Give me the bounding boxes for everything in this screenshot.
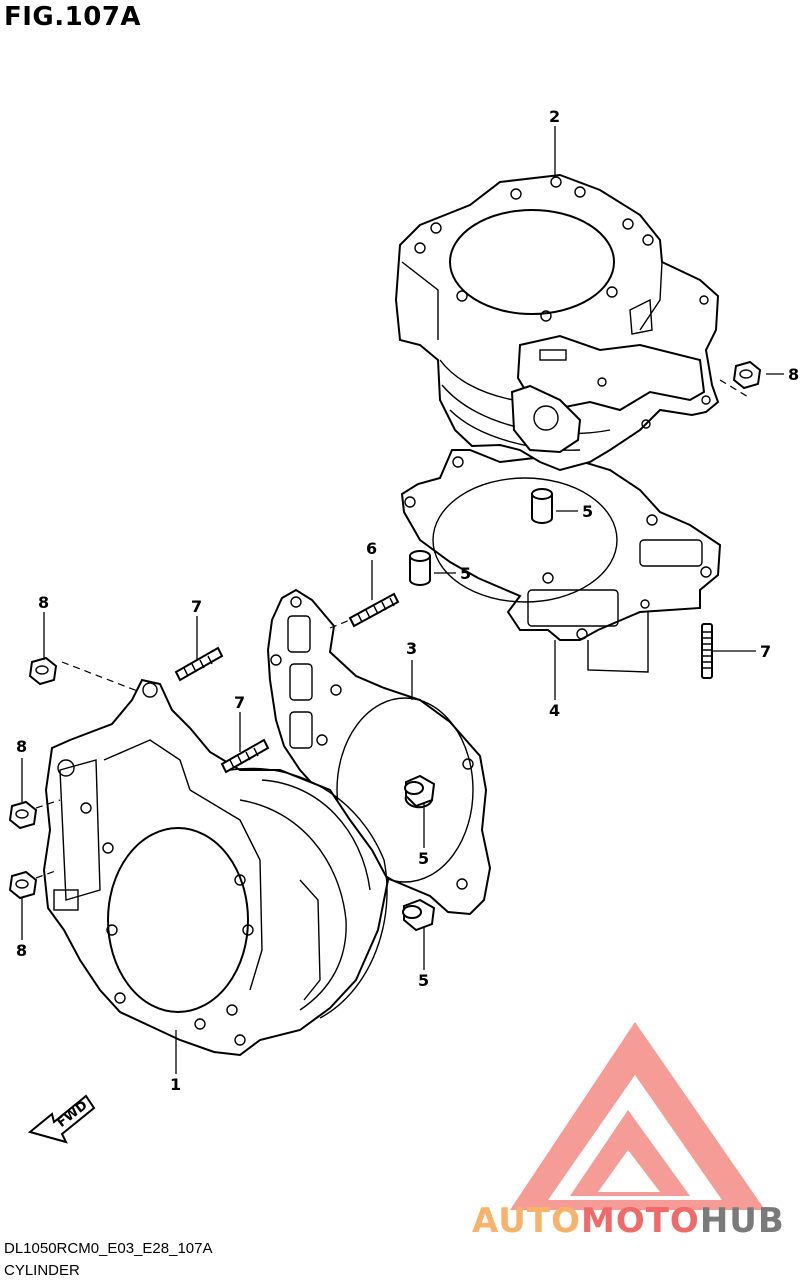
callout-8-left-top: 8 <box>38 593 49 612</box>
svg-text:AUTOMOTOHUB: AUTOMOTOHUB <box>472 1201 785 1241</box>
stud-bolt-7-upper-left <box>174 646 224 682</box>
fwd-arrow-icon: FWD <box>27 1094 96 1144</box>
nut-left-middle <box>8 800 38 830</box>
logo-text-moto: MOTO <box>581 1201 700 1241</box>
dowel-pin-b <box>409 550 431 586</box>
callout-3: 3 <box>406 639 417 658</box>
callout-6: 6 <box>366 539 377 558</box>
callout-5-upper: 5 <box>582 502 593 521</box>
logo-text-hub: HUB <box>700 1201 785 1241</box>
cylinder-upper-view <box>394 173 720 472</box>
callout-5-lower: 5 <box>418 849 429 868</box>
dowel-pin-a <box>531 488 553 524</box>
cylinder-lower-view <box>42 678 390 1057</box>
cylinder-base-gasket-lower <box>266 588 492 916</box>
dowel-pin-c <box>404 774 436 809</box>
callout-7-right: 7 <box>760 642 771 661</box>
stud-bolt-part-6 <box>348 592 400 628</box>
figure-name: CYLINDER <box>4 1262 80 1279</box>
callout-7-upper-left: 7 <box>191 597 202 616</box>
callout-2: 2 <box>549 107 560 126</box>
automotohub-logo: AUTOMOTOHUB <box>472 1022 785 1241</box>
callout-8-left-bottom: 8 <box>16 941 27 960</box>
logo-text-auto: AUTO <box>472 1201 581 1241</box>
dowel-pin-d <box>402 898 436 932</box>
callout-7-lower-left: 7 <box>234 693 245 712</box>
callout-8-upper-right: 8 <box>788 365 799 384</box>
callout-5-bottom: 5 <box>418 971 429 990</box>
stud-bolt-upper-right <box>701 623 713 679</box>
nut-left-top <box>28 656 58 686</box>
figure-title: FIG.107A <box>4 2 142 32</box>
callout-1: 1 <box>170 1075 181 1094</box>
cylinder-base-gasket-upper <box>400 449 722 673</box>
callout-8-left-middle: 8 <box>16 737 27 756</box>
stud-bolt-7-lower-left <box>220 738 270 774</box>
callout-4: 4 <box>549 701 560 720</box>
figure-code: DL1050RCM0_E03_E28_107A <box>4 1240 213 1257</box>
nut-left-bottom <box>8 870 38 900</box>
assembly-guide-lines <box>35 379 751 879</box>
nut-upper-right <box>732 360 762 390</box>
leader-lines <box>21 126 784 1074</box>
callout-5-middle: 5 <box>460 564 471 583</box>
